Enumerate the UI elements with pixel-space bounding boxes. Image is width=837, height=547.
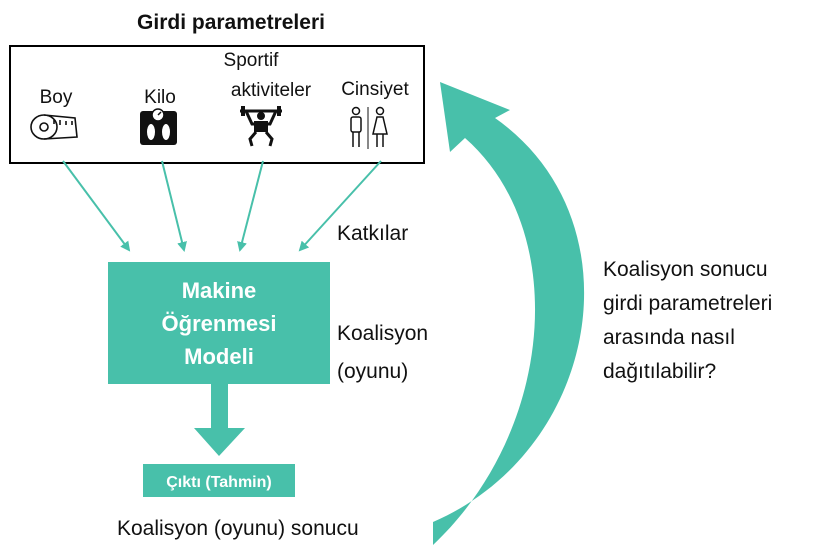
parameter-label-cinsiyet: Cinsiyet: [341, 79, 409, 100]
question-line-3: arasında nasıl: [603, 326, 735, 349]
model-box-line-1: Makine: [182, 278, 257, 303]
tape-measure-icon: [30, 114, 78, 140]
weightlifter-icon: [240, 106, 282, 147]
parameter-label-sportif: Sportif: [224, 50, 280, 71]
question-line-1: Koalisyon sonucu: [603, 258, 768, 281]
arrow-sportif-to-model: [237, 160, 264, 252]
model-box-line-2: Öğrenmesi: [162, 311, 277, 336]
parameter-cinsiyet: Cinsiyet: [341, 79, 410, 149]
parameter-kilo: Kilo: [140, 87, 177, 145]
question-line-2: girdi parametreleri: [603, 292, 772, 315]
scale-icon: [140, 108, 177, 145]
parameter-label-kilo: Kilo: [144, 87, 176, 108]
arrow-model-to-output: [194, 384, 245, 456]
arrow-boy-to-model: [62, 160, 131, 252]
model-box: [108, 262, 330, 384]
contribution-arrows: [62, 160, 382, 252]
parameter-boy: Boy: [30, 87, 78, 140]
arrow-kilo-to-model: [161, 160, 187, 252]
parameter-sportif-aktiviteler: Sportif aktiviteler: [224, 50, 312, 147]
question-line-4: dağıtılabilir?: [603, 360, 716, 383]
parameter-label-aktiviteler: aktiviteler: [231, 80, 312, 101]
arrow-cinsiyet-to-model: [298, 160, 382, 252]
contributions-label: Katkılar: [337, 222, 408, 245]
model-box-line-3: Modeli: [184, 344, 254, 369]
diagram-title: Girdi parametreleri: [137, 11, 325, 34]
output-box-label: Çıktı (Tahmin): [166, 474, 271, 491]
coalition-label-line-2: (oyunu): [337, 360, 408, 383]
input-parameters-box: [9, 45, 425, 164]
parameter-label-boy: Boy: [40, 87, 73, 108]
coalition-label-line-1: Koalisyon: [337, 322, 428, 345]
gender-icon: [350, 106, 388, 149]
result-label: Koalisyon (oyunu) sonucu: [117, 517, 359, 540]
feedback-curved-arrow: [433, 82, 585, 545]
output-box: [143, 464, 295, 497]
